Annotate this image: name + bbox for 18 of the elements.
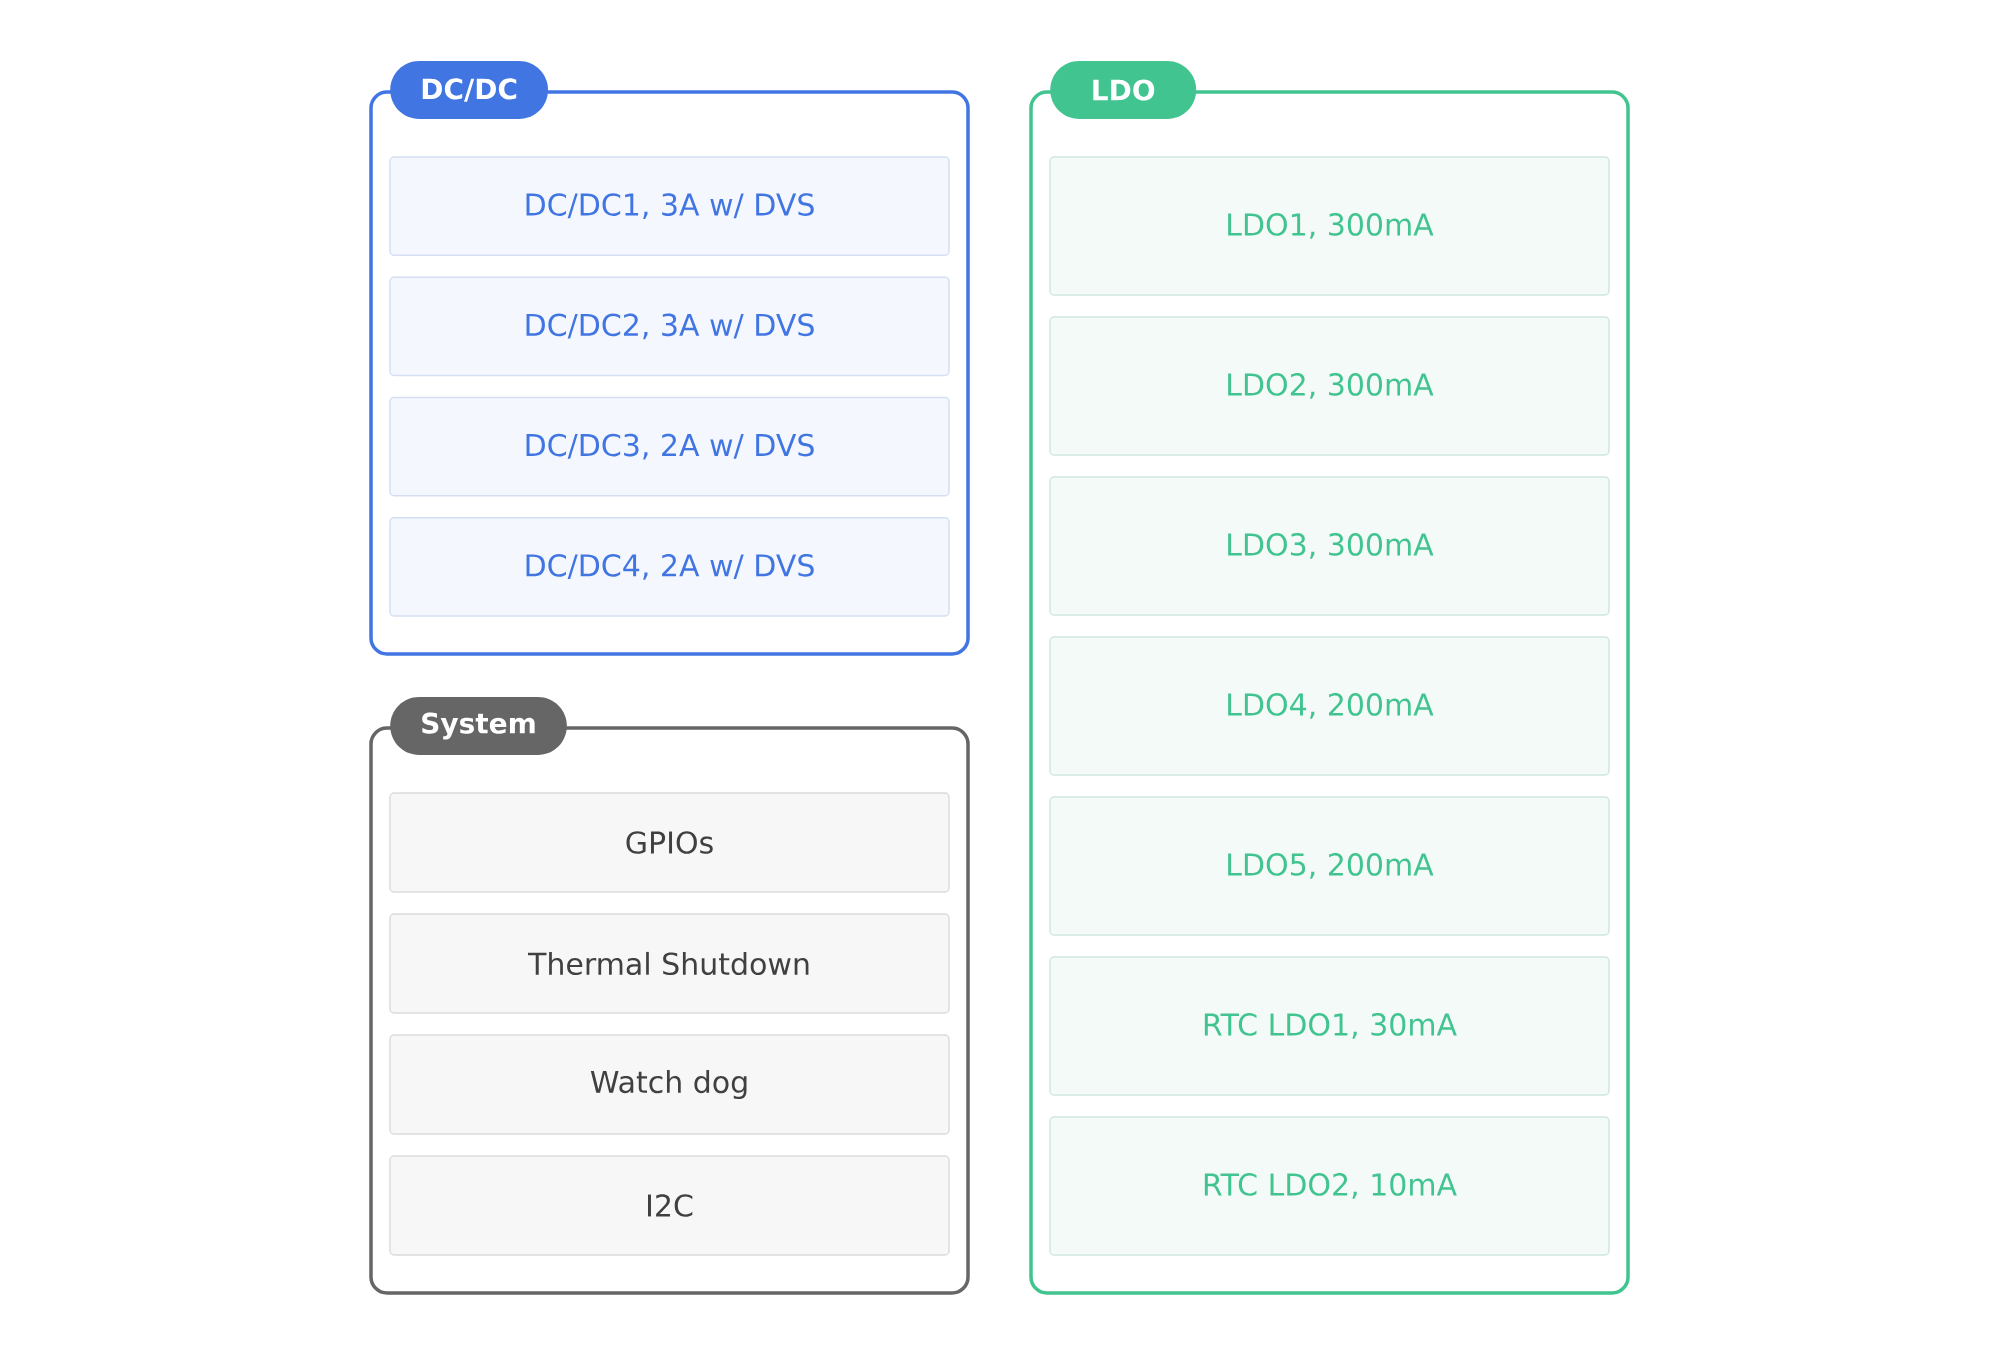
item-box: LDO1, 300mA	[1049, 156, 1610, 296]
item-box: LDO5, 200mA	[1049, 796, 1610, 936]
tab-label: LDO	[1050, 61, 1197, 119]
item-box: LDO2, 300mA	[1049, 316, 1610, 456]
item-box: DC/DC4, 2A w/ DVS	[389, 517, 950, 617]
item-box: LDO3, 300mA	[1049, 476, 1610, 616]
item-box: DC/DC3, 2A w/ DVS	[389, 396, 950, 497]
item-box: DC/DC2, 3A w/ DVS	[389, 276, 950, 377]
tab-label: DC/DC	[390, 61, 548, 119]
tab-label: System	[390, 697, 567, 755]
item-box: Thermal Shutdown	[389, 913, 950, 1014]
item-box: I2C	[389, 1155, 950, 1256]
item-box: DC/DC1, 3A w/ DVS	[389, 156, 950, 256]
item-box: Watch dog	[389, 1034, 950, 1135]
item-box: LDO4, 200mA	[1049, 636, 1610, 776]
item-box: RTC LDO1, 30mA	[1049, 956, 1610, 1096]
item-box: GPIOs	[389, 792, 950, 893]
item-box: RTC LDO2, 10mA	[1049, 1116, 1610, 1256]
